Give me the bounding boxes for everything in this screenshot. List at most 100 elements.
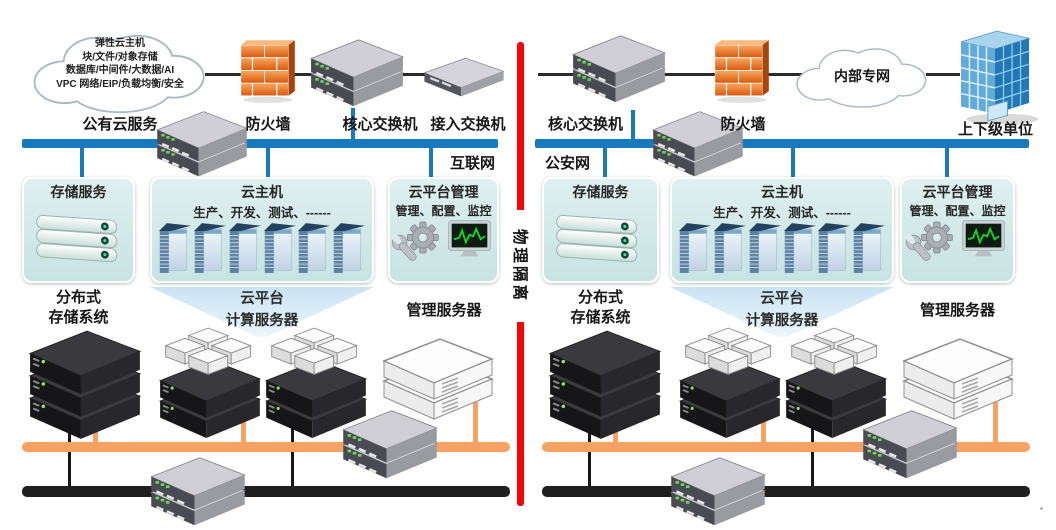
storage-disks-icon: [36, 214, 118, 263]
tor-switch-icon: [858, 409, 962, 480]
cable-orange-cluster1-left: [241, 414, 246, 444]
gear-wrench-icon: [386, 221, 439, 265]
cloud-line: VPC 网络/EIP/负载均衡/安全: [56, 78, 184, 90]
compute-cluster-icon: [670, 327, 790, 440]
caption-line: 分布式: [55, 289, 101, 306]
access-switch-label-left: 接入交换机: [430, 116, 506, 133]
black-rack-icon-right: [544, 329, 666, 441]
access-switch-icon-left: [423, 57, 505, 98]
firewall-label-right: 防火墙: [720, 116, 766, 133]
cable-black-rack-left: [68, 424, 71, 490]
core-switch-label-left: 核心交换机: [342, 116, 418, 133]
backbone-bar-right: [535, 139, 1029, 148]
cloud-line: 块/文件/对象存储: [82, 51, 158, 63]
mgmt-bus-black-right: [542, 486, 1030, 497]
cloud-host-panel-right: 云主机 生产、开发、测试、------: [670, 177, 894, 283]
compute-cluster-icon: [150, 327, 270, 440]
internet-label: 互联网: [449, 155, 495, 172]
funnel-label-1: 云平台: [240, 291, 284, 307]
funnel-label-2: 计算服务器: [225, 313, 299, 329]
gear-wrench-icon: [900, 221, 953, 265]
cable-black-cluster2-right: [811, 426, 814, 488]
firewall-icon-left: [240, 40, 295, 103]
physical-isolation-labelbox: 物理隔离: [503, 210, 539, 322]
server-tower-icon: [817, 222, 851, 274]
caption-line: 分布式: [577, 289, 623, 306]
funnel-label-2: 计算服务器: [745, 313, 819, 329]
host-panel-subtitle: 生产、开发、测试、------: [193, 206, 331, 220]
mgmt-bus-black-left: [22, 486, 510, 497]
mgmt-server-caption-left: 管理服务器: [406, 302, 482, 319]
storage-caption-left: 分布式 存储系统: [22, 288, 135, 328]
firewall-icon-right: [714, 40, 769, 103]
line-firewall-core-left: [294, 73, 326, 76]
drop-hosts-left: [266, 146, 270, 178]
server-tower-icon: [852, 222, 886, 274]
caption-line: 存储系统: [48, 309, 109, 326]
mgmt-server-caption-right: 管理服务器: [919, 302, 995, 319]
server-tower-icon: [262, 222, 296, 274]
server-tower-icon: [228, 222, 262, 274]
server-tower-icon: [158, 222, 192, 274]
host-panel-title: 云主机: [761, 184, 803, 200]
drop-storage-right: [603, 146, 607, 178]
storage-panel-title: 存储服务: [50, 184, 107, 200]
cloud-line: 弹性云主机: [95, 38, 145, 49]
server-tower-icon: [748, 222, 782, 274]
platform-mgmt-panel-left: 云平台管理 管理、配置、监控: [388, 177, 499, 283]
monitor-ecg-icon: [447, 219, 492, 258]
server-tower-icon: [332, 222, 366, 274]
physical-isolation-label: 物理隔离: [511, 228, 529, 304]
cable-black-rack-right: [588, 424, 591, 490]
storage-panel-title: 存储服务: [572, 184, 629, 200]
building-label: 上下级单位: [957, 121, 1033, 138]
server-tower-icon: [297, 222, 331, 274]
line-cloud-building-right: [926, 73, 960, 76]
mgmt-switch-icon: [666, 456, 770, 527]
private-network-label: 内部专网: [834, 68, 890, 84]
mgmt-switch-icon: [146, 456, 250, 527]
building-icon: [960, 30, 1039, 126]
mgmt-panel-subtitle: 管理、配置、监控: [909, 204, 1006, 218]
line-core-access-left: [398, 73, 440, 76]
storage-bus-orange-left: [22, 442, 510, 452]
black-rack-icon-left: [24, 329, 146, 441]
server-tower-icon: [782, 222, 816, 274]
tor-switch-icon: [338, 409, 442, 480]
cable-orange-cluster1-right: [761, 414, 766, 444]
police-net-label: 公安网: [544, 155, 590, 172]
server-tower-icon: [678, 222, 712, 274]
line-firewall-cloud-right: [768, 73, 802, 76]
funnel-label-1: 云平台: [760, 291, 804, 307]
server-tower-row: [158, 219, 366, 277]
line-core-firewall-right: [660, 73, 716, 76]
storage-caption-right: 分布式 存储系统: [542, 288, 659, 328]
drop-core-switch-left: [351, 108, 355, 140]
core-switch-icon-right: [568, 34, 670, 104]
cable-orange-whiterack-right: [993, 402, 998, 444]
line-cloud-firewall-left: [205, 73, 245, 76]
cable-black-cluster2-left: [291, 426, 294, 488]
drop-hosts-right: [791, 146, 795, 178]
storage-bus-orange-right: [542, 442, 1030, 452]
mgmt-panel-subtitle: 管理、配置、监控: [395, 204, 492, 218]
host-panel-subtitle: 生产、开发、测试、------: [713, 206, 851, 220]
drop-core-switch-right: [631, 110, 635, 140]
stray-mark: [1040, 507, 1043, 510]
mgmt-panel-title: 云平台管理: [922, 184, 993, 200]
server-tower-icon: [713, 222, 747, 274]
drop-mgmt-left: [429, 146, 433, 178]
core-switch-icon-left: [306, 38, 408, 108]
backbone-bar-left: [22, 139, 498, 148]
firewall-label-left: 防火墙: [245, 116, 291, 133]
caption-line: 存储系统: [570, 309, 631, 326]
cloud-line: 数据库/中间件/大数据/AI: [65, 65, 175, 76]
public-cloud-text: 弹性云主机 块/文件/对象存储 数据库/中间件/大数据/AI VPC 网络/EI…: [34, 37, 206, 91]
drop-storage-left: [80, 146, 84, 178]
cloud-host-panel-left: 云主机 生产、开发、测试、------: [150, 177, 374, 283]
core-switch-label-right: 核心交换机: [547, 116, 623, 133]
server-tower-row: [678, 219, 886, 277]
drop-mgmt-right: [945, 146, 949, 178]
host-panel-title: 云主机: [241, 184, 283, 200]
